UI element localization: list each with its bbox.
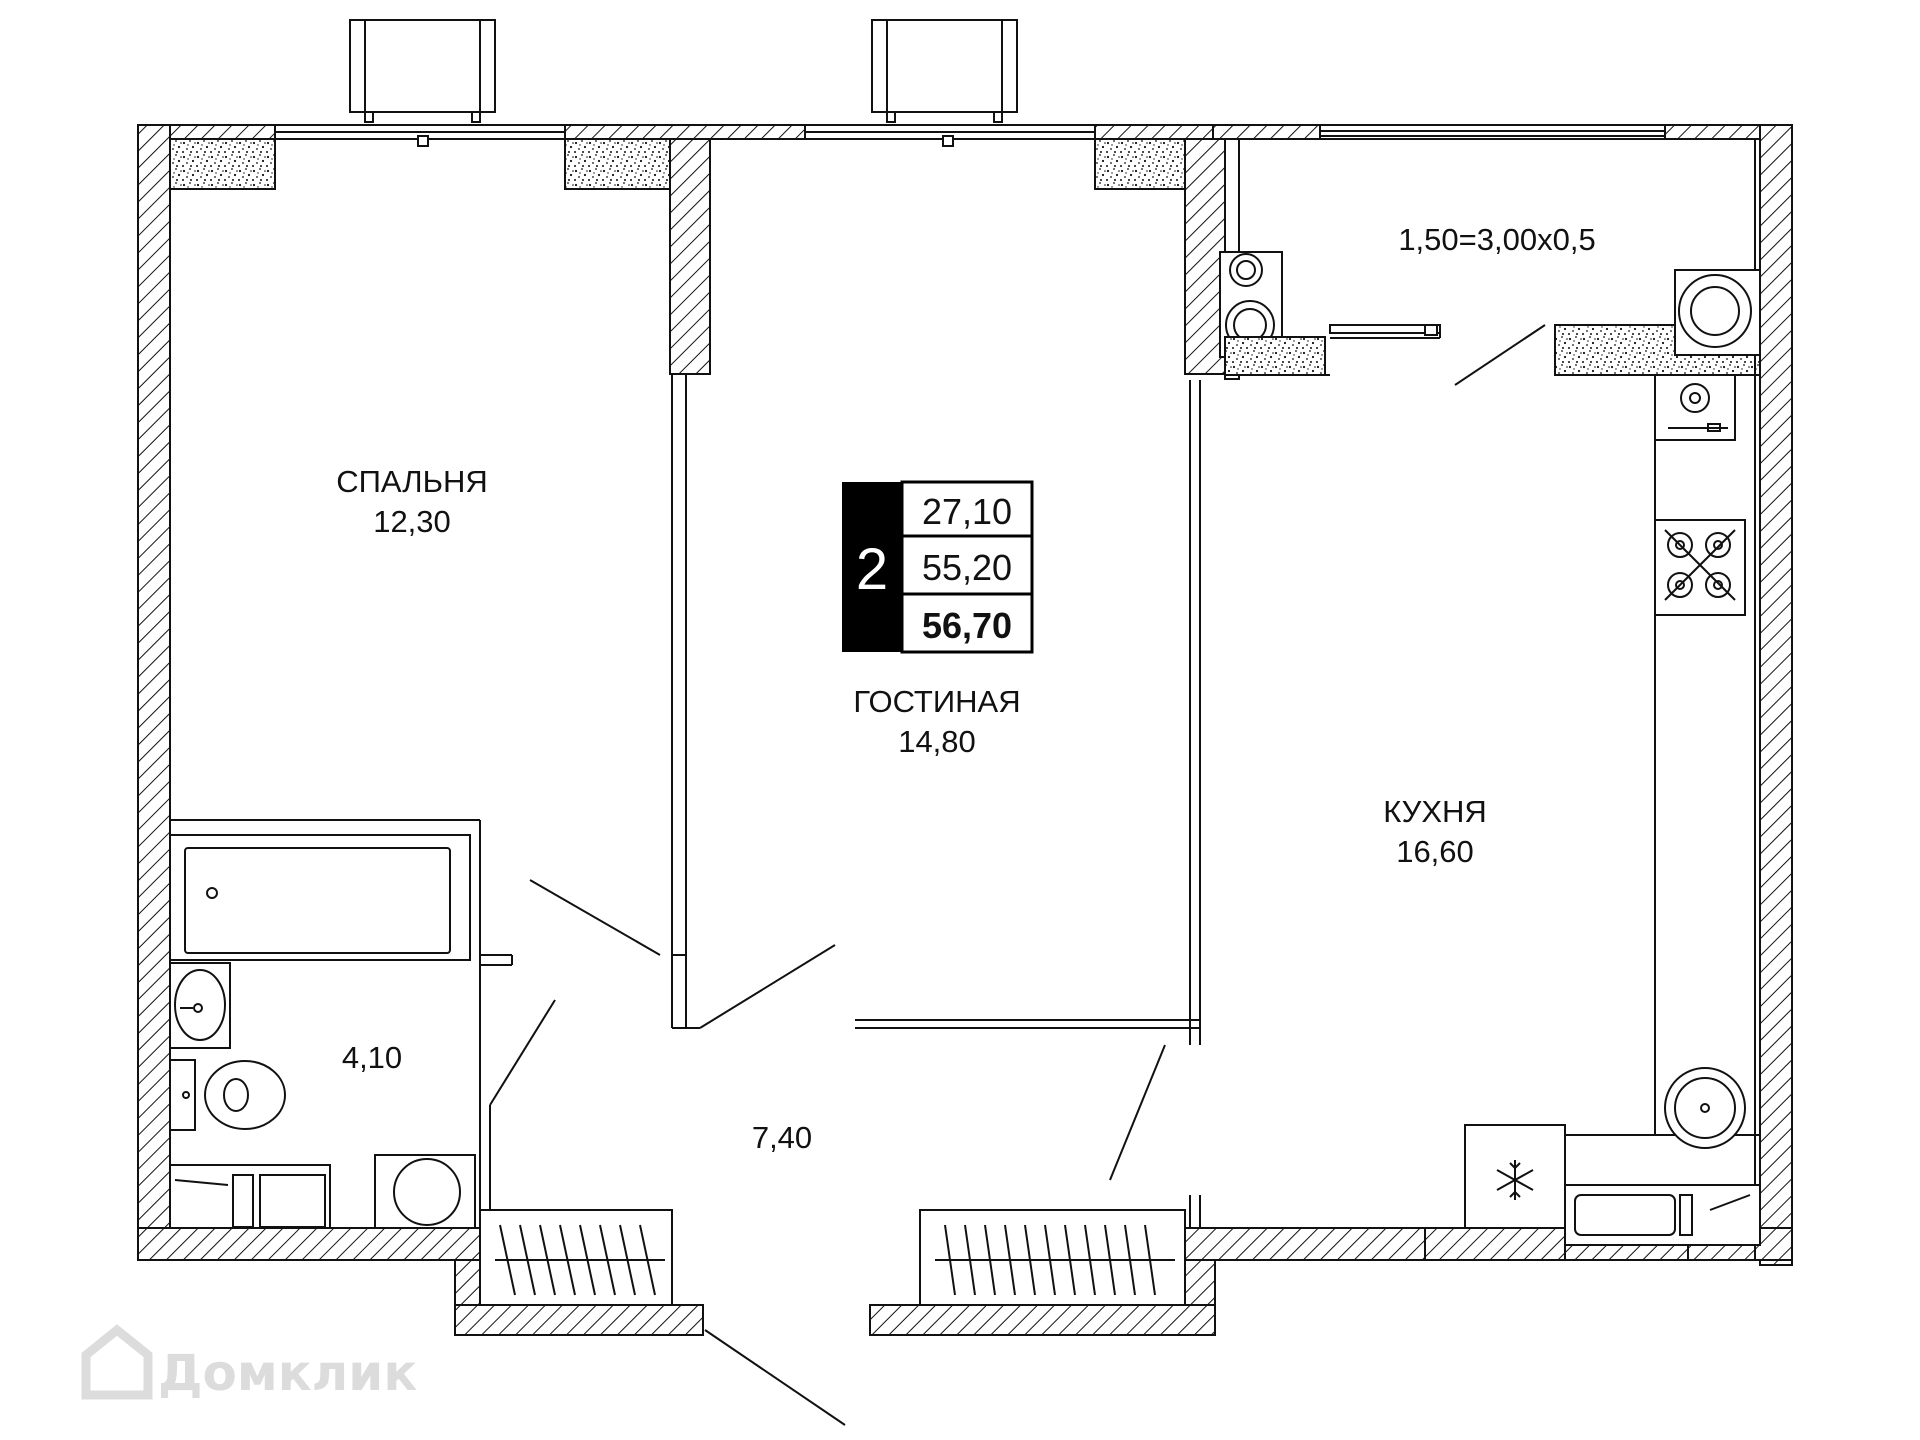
living-name: ГОСТИНАЯ	[853, 684, 1020, 719]
kitchen-name: КУХНЯ	[1383, 794, 1487, 829]
kitchen-sink	[1664, 1067, 1746, 1149]
area-summary-badge: 2 27,10 55,20 56,70	[842, 480, 1034, 654]
bathroom-area: 4,10	[342, 1040, 402, 1075]
area-without-balcony: 55,20	[922, 547, 1012, 588]
house-logo-icon	[81, 1324, 153, 1400]
total-area: 56,70	[922, 605, 1012, 646]
bedroom-name: СПАЛЬНЯ	[336, 464, 488, 499]
washing-machine	[374, 1154, 476, 1229]
fridge	[1464, 1124, 1566, 1229]
radiator-right	[919, 1209, 1186, 1306]
bathtub	[169, 834, 471, 961]
washbasin	[169, 962, 231, 1049]
balcony-area: 1,50=3,00x0,5	[1398, 222, 1595, 257]
balcony-chair-left	[349, 19, 496, 123]
kitchen-area: 16,60	[1396, 834, 1474, 869]
toilet	[169, 1059, 286, 1131]
balcony-chair-right	[871, 19, 1018, 123]
entrance-walls	[454, 1259, 1216, 1336]
living-area: 14,80	[898, 724, 976, 759]
rooms-count: 2	[856, 537, 888, 602]
bedroom-area: 12,30	[373, 504, 451, 539]
boiler-left	[1219, 251, 1326, 376]
watermark-text: Домклик	[158, 1344, 417, 1402]
balcony-walls	[1212, 124, 1761, 140]
boiler-right	[1674, 269, 1761, 356]
radiator-left	[479, 1209, 673, 1306]
watermark: Домклик	[81, 1324, 417, 1402]
kitchen-counter-unit	[1564, 1184, 1761, 1246]
living-area-total: 27,10	[922, 491, 1012, 532]
meter-box	[1654, 374, 1736, 441]
balcony-door	[1329, 324, 1441, 336]
bath-cabinet	[169, 1164, 331, 1229]
stove	[1654, 519, 1746, 616]
hall-area: 7,40	[752, 1120, 812, 1155]
